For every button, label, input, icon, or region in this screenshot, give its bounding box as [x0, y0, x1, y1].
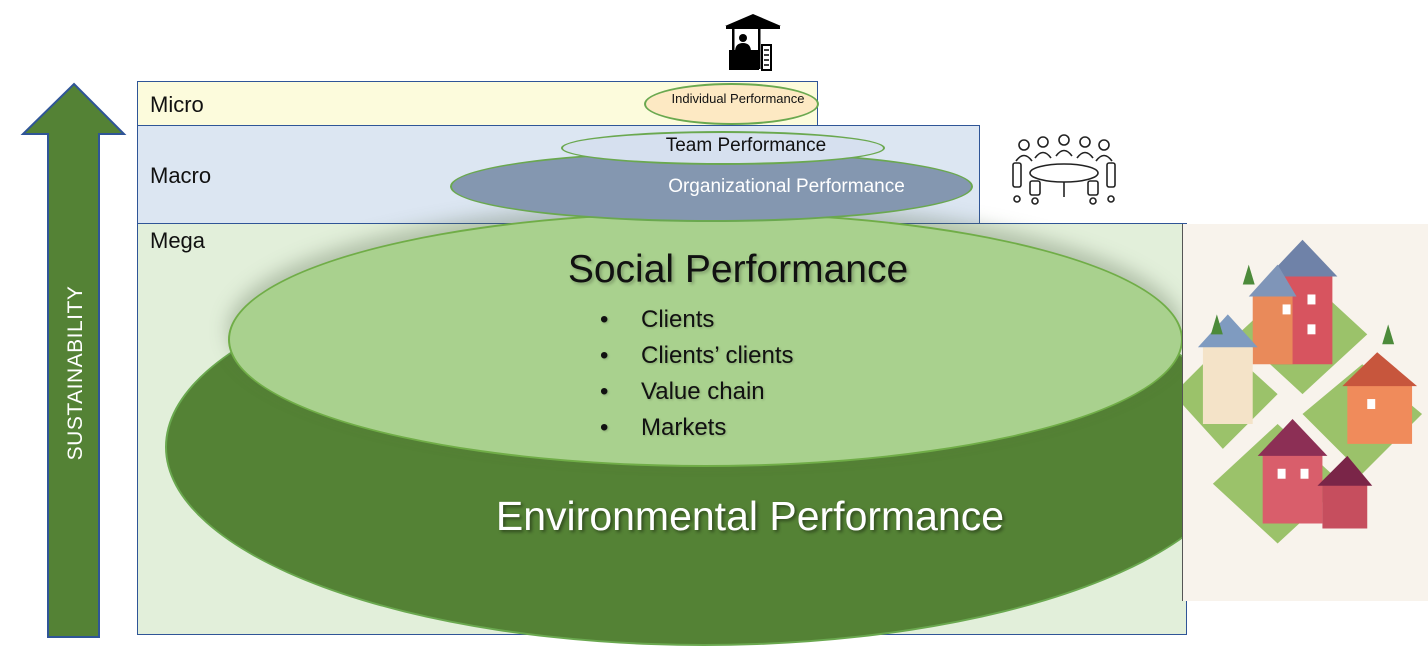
village-houses-illustration	[1182, 224, 1428, 601]
social-performance-title: Social Performance	[567, 248, 909, 291]
social-item: •Clients	[600, 306, 715, 333]
social-item: •Markets	[600, 414, 727, 441]
individual-performance-ellipse	[644, 83, 819, 125]
market-vendor-icon	[725, 14, 781, 71]
social-item: •Value chain	[600, 378, 765, 405]
individual-performance-label: Individual Performance	[671, 91, 805, 106]
macro-label: Macro	[150, 163, 212, 188]
team-performance-label: Team Performance	[665, 135, 827, 156]
sustainability-label: SUSTAINABILITY	[64, 285, 87, 461]
environmental-performance-title: Environmental Performance	[495, 493, 1005, 539]
organizational-performance-label: Organizational Performance	[668, 176, 905, 197]
meeting-table-icon	[1012, 134, 1116, 205]
mega-label: Mega	[150, 228, 206, 253]
social-item: •Clients’ clients	[600, 342, 794, 369]
team-performance-ellipse	[561, 131, 885, 165]
micro-label: Micro	[150, 92, 204, 117]
social-items-list: •Clients •Clients’ clients •Value chain …	[600, 302, 794, 446]
sustainability-arrow	[20, 82, 127, 638]
